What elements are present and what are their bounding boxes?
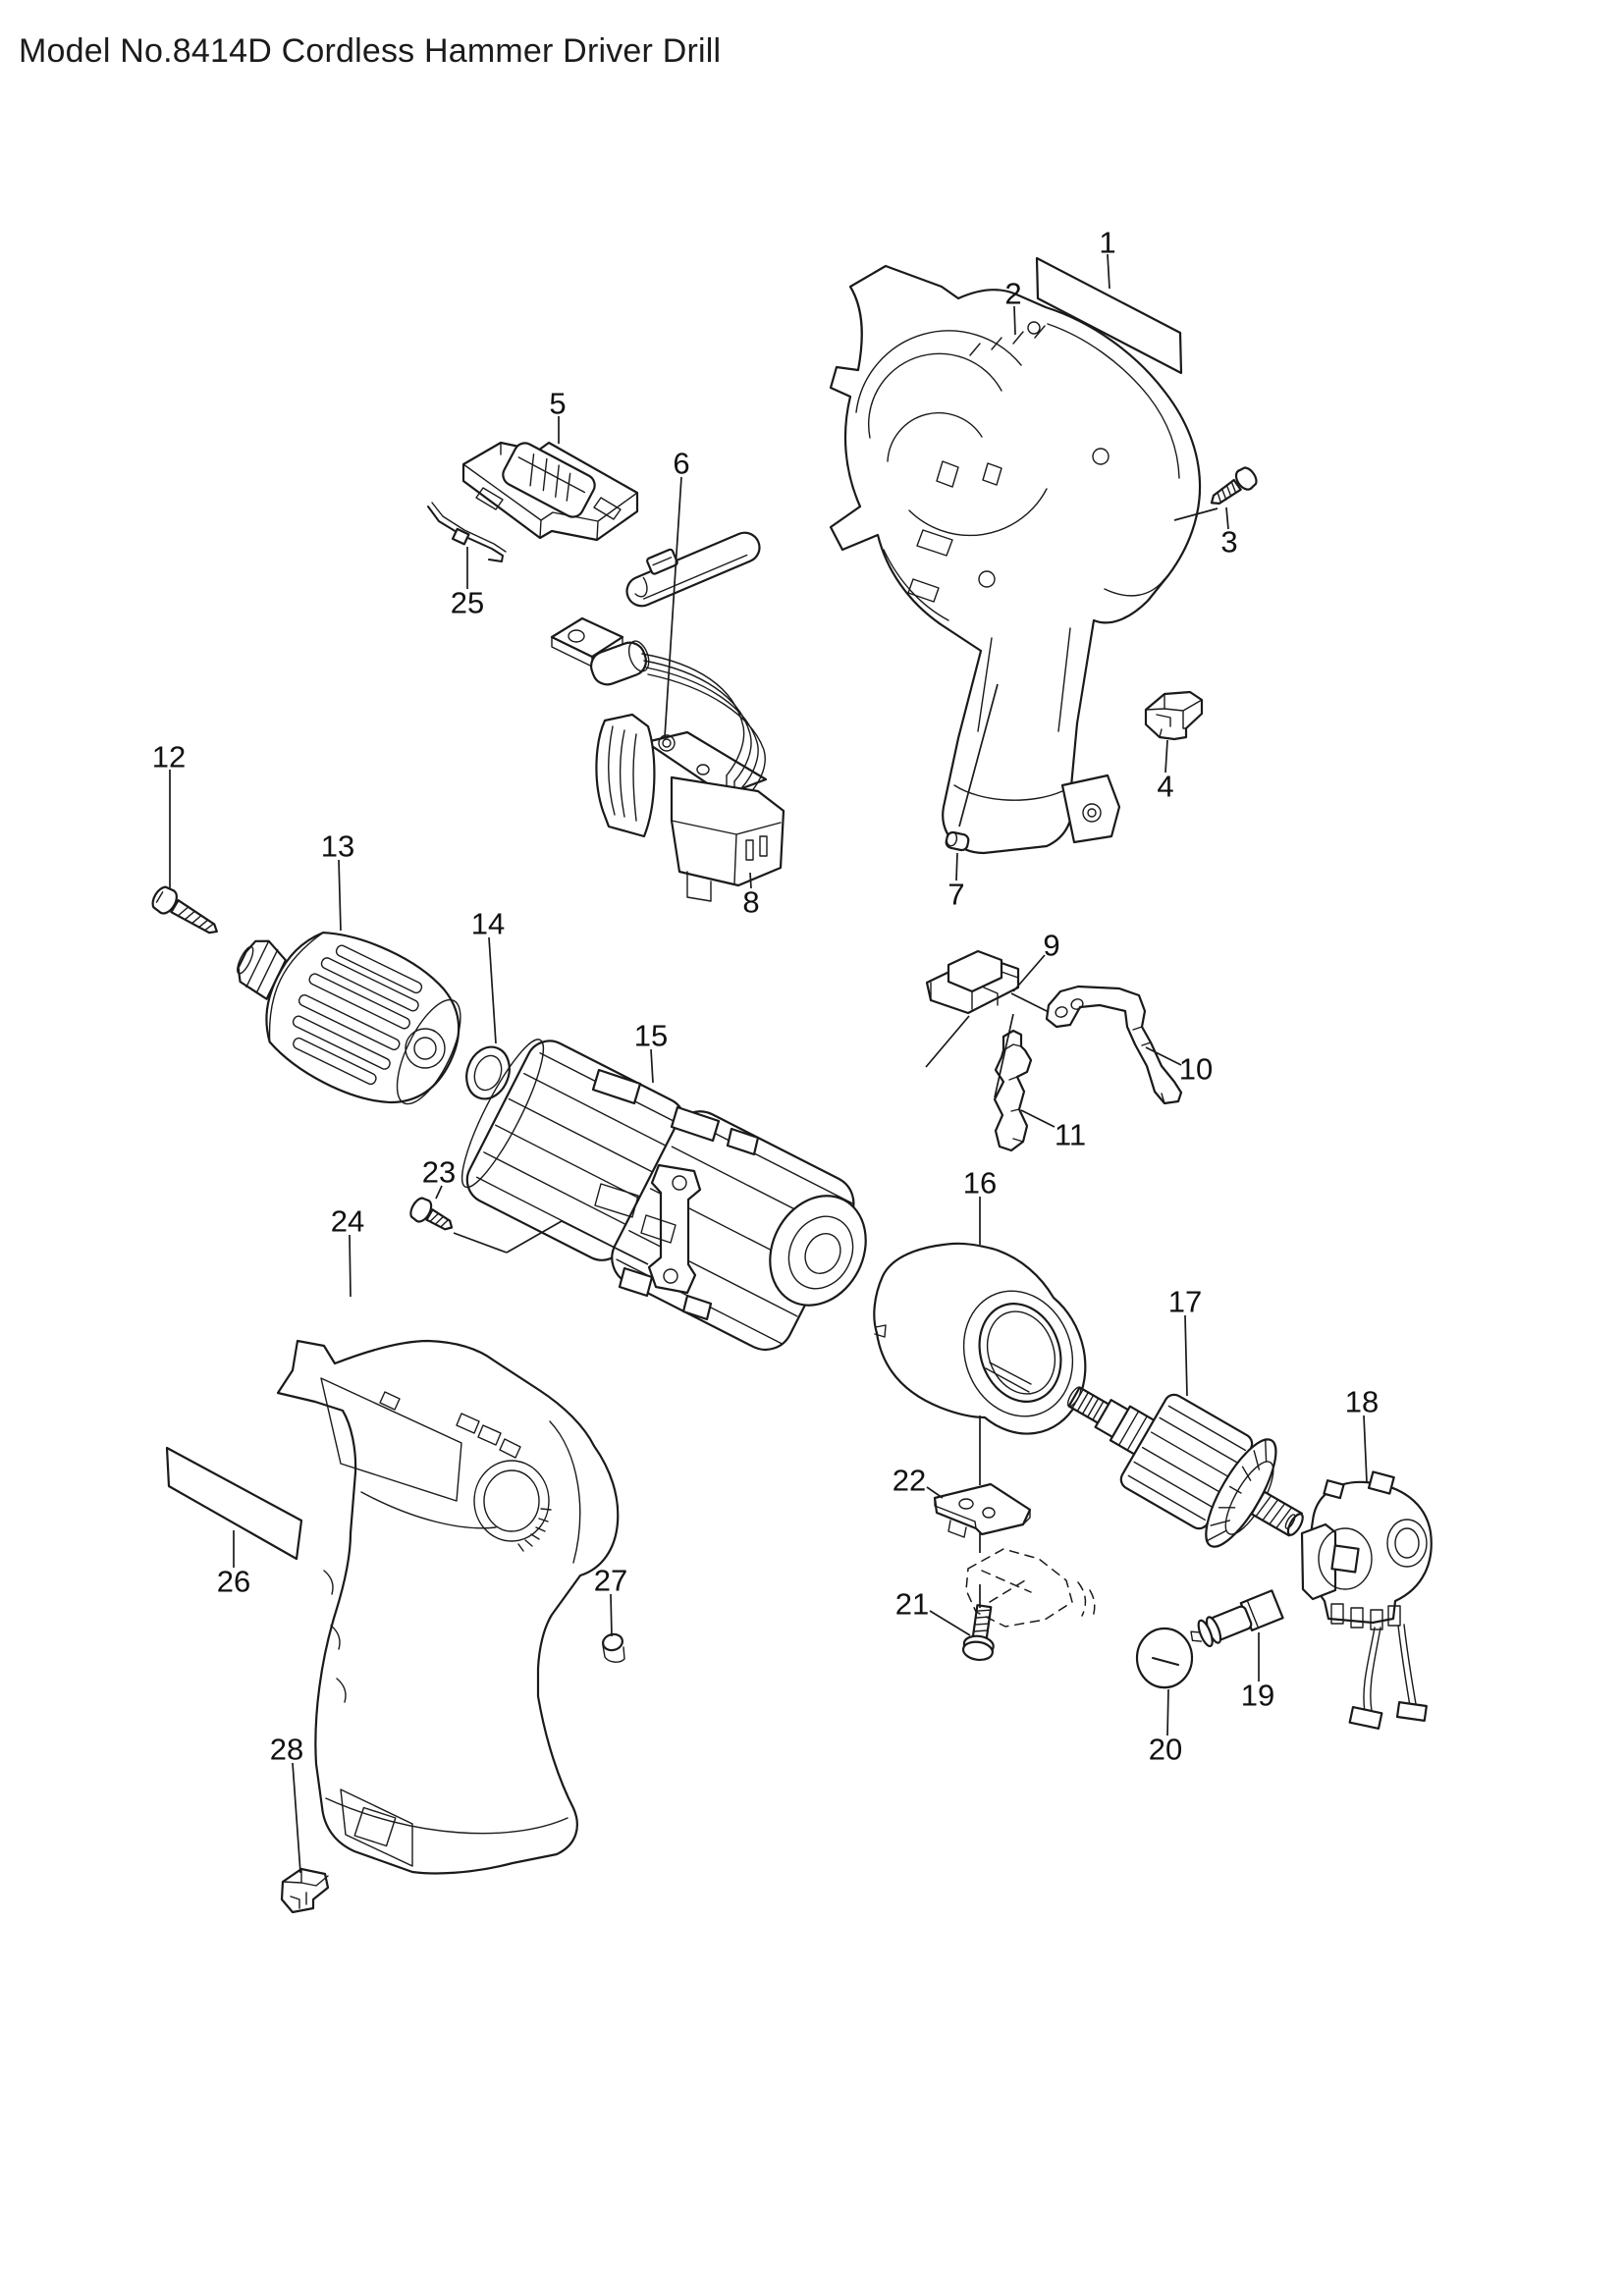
part-27-rubber-pin [602, 1632, 625, 1663]
part-15-gear-assembly [460, 1039, 867, 1351]
part-25-spring-wire [427, 502, 507, 562]
callout-number-27: 27 [594, 1564, 627, 1598]
leader-line-17 [1184, 1314, 1188, 1397]
part-5-cover-plate [461, 441, 639, 542]
assembly-line-3 [453, 1232, 508, 1254]
callout-number-23: 23 [422, 1155, 456, 1190]
callout-number-1: 1 [1099, 226, 1115, 260]
part-23-gear-case-screw [409, 1197, 454, 1231]
leader-line-9 [1012, 954, 1046, 992]
leader-line-22 [926, 1486, 944, 1499]
leader-line-13 [338, 859, 342, 932]
leader-line-1 [1107, 253, 1110, 290]
callout-number-12: 12 [152, 740, 186, 774]
part-17-armature [1066, 1386, 1304, 1548]
leader-line-28 [292, 1762, 301, 1874]
part-10-strap-bracket [1045, 985, 1183, 1105]
part-11-lock-lever [993, 1029, 1033, 1152]
callout-number-16: 16 [963, 1166, 997, 1201]
part-1-name-plate-sticker [1035, 256, 1183, 375]
leader-line-6 [664, 476, 682, 738]
part-28-clip [280, 1867, 330, 1914]
part-21-motor-screw [961, 1604, 995, 1662]
leader-line-2 [1013, 305, 1016, 336]
callout-number-11: 11 [1055, 1118, 1086, 1152]
assembly-line-4 [506, 1220, 563, 1254]
part-20-brush-cap [1135, 1627, 1194, 1689]
leader-line-21 [929, 1610, 971, 1636]
part-16-motor-sleeve [873, 1242, 1087, 1435]
callout-number-17: 17 [1168, 1285, 1202, 1319]
callout-number-22: 22 [893, 1464, 926, 1498]
callout-number-24: 24 [331, 1204, 364, 1239]
leader-line-7 [955, 852, 958, 881]
leader-line-3 [1225, 507, 1229, 530]
part-13-drill-chuck [237, 931, 461, 1105]
part-26-caution-label-sticker [165, 1446, 303, 1561]
part-9-terminal-block [925, 949, 1020, 1015]
assembly-line-0 [1010, 992, 1050, 1013]
leader-line-23 [435, 1185, 443, 1200]
annotation-layer: 1234567891011121314151617181920212223242… [152, 226, 1379, 1874]
assembly-line-9 [958, 683, 999, 828]
callout-number-3: 3 [1220, 525, 1237, 560]
part-14-flat-washer [465, 1045, 511, 1100]
callout-number-19: 19 [1241, 1679, 1274, 1713]
part-6-change-lever [625, 531, 761, 608]
part-18-rear-bracket [1300, 1470, 1433, 1731]
callout-number-15: 15 [634, 1019, 668, 1053]
assembly-line-1 [925, 1015, 970, 1068]
callout-number-28: 28 [270, 1733, 303, 1767]
callout-number-13: 13 [321, 829, 354, 864]
leader-line-4 [1164, 739, 1168, 774]
assembly-line-2 [994, 1013, 1014, 1098]
part-12-chuck-screw [151, 885, 218, 934]
part-24-housing-half-lower [276, 1339, 620, 1875]
leader-line-11 [1020, 1109, 1056, 1128]
leader-line-3 [1173, 507, 1218, 521]
part-3-tapping-screw [1210, 466, 1258, 505]
callout-number-21: 21 [895, 1587, 929, 1622]
callout-number-4: 4 [1157, 770, 1173, 804]
callout-number-10: 10 [1179, 1052, 1213, 1087]
callout-number-2: 2 [1004, 277, 1021, 311]
part-4-clip [1144, 690, 1204, 741]
callout-number-9: 9 [1043, 929, 1059, 963]
part-7-cushion-pin [945, 830, 970, 852]
part-22-holder-plate [933, 1482, 1032, 1538]
leader-line-20 [1166, 1688, 1169, 1736]
callout-number-25: 25 [451, 586, 484, 620]
leader-line-18 [1363, 1415, 1368, 1483]
callout-number-5: 5 [549, 387, 566, 421]
part-2-housing-half-upper [829, 264, 1202, 855]
leader-line-24 [349, 1234, 352, 1298]
callout-number-26: 26 [217, 1565, 250, 1599]
callout-number-14: 14 [471, 907, 505, 941]
callout-number-7: 7 [947, 878, 964, 912]
leader-line-10 [1145, 1046, 1182, 1066]
assembly-line-5 [561, 1220, 649, 1265]
diagram-title: Model No.8414D Cordless Hammer Driver Dr… [19, 32, 722, 70]
leader-line-8 [749, 872, 752, 889]
callout-number-8: 8 [742, 885, 759, 920]
leader-line-27 [610, 1593, 613, 1637]
leader-line-15 [650, 1048, 654, 1084]
callout-number-6: 6 [673, 447, 689, 481]
field-ghost-outline [965, 1548, 1096, 1628]
callout-number-20: 20 [1149, 1733, 1182, 1767]
leader-line-14 [488, 936, 497, 1044]
part-8-switch-assembly [550, 616, 785, 902]
callout-number-18: 18 [1345, 1385, 1379, 1419]
part-19-carbon-brush [1190, 1589, 1284, 1648]
